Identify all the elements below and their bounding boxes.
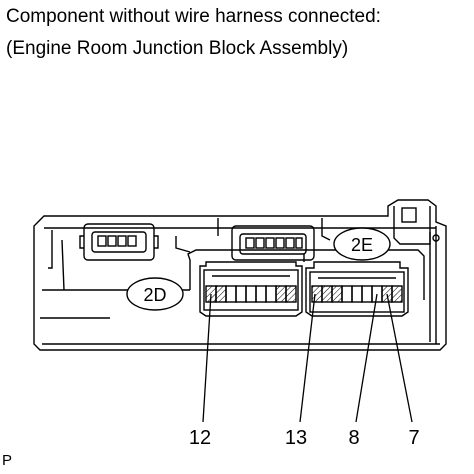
pin-label-13: 13 xyxy=(285,427,307,449)
connector-2e xyxy=(305,261,409,317)
label-2e: 2E xyxy=(333,227,391,261)
leader-line-13 xyxy=(299,293,316,423)
leader-lines xyxy=(202,293,413,423)
connector-2d-label: 2D xyxy=(143,285,166,305)
housing xyxy=(33,199,447,351)
label-2d: 2D xyxy=(126,277,184,311)
connector-2d xyxy=(199,261,303,317)
pin-label-8: 8 xyxy=(348,427,359,449)
mounting-bracket xyxy=(393,206,440,245)
top-left-connector xyxy=(79,223,159,261)
leader-line-8 xyxy=(355,293,378,423)
pin-label-7: 7 xyxy=(408,427,419,449)
illustration-code: P xyxy=(2,452,13,469)
leader-line-12 xyxy=(202,293,212,423)
caption-line-2: (Engine Room Junction Block Assembly) xyxy=(6,38,349,59)
caption-line-1: Component without wire harness connected… xyxy=(6,6,381,27)
pin-labels: 12 13 8 7 xyxy=(189,427,420,449)
leader-line-7 xyxy=(386,293,413,423)
top-middle-connector xyxy=(231,225,315,261)
connector-2e-label: 2E xyxy=(351,235,373,255)
pin-label-12: 12 xyxy=(189,427,211,449)
